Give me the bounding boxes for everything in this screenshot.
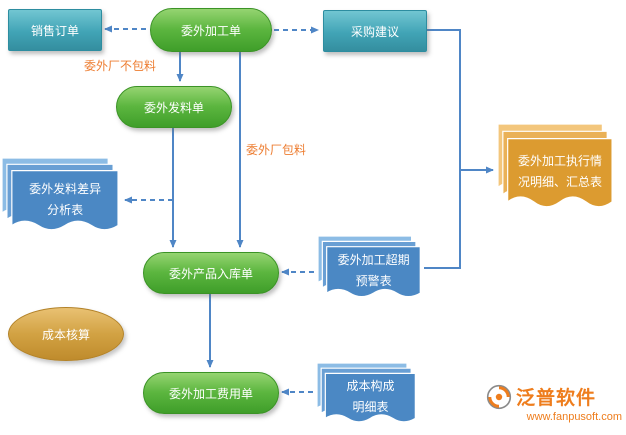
node-cost-accounting: 成本核算 bbox=[8, 307, 124, 361]
node-purchase-suggestion: 采购建议 bbox=[323, 10, 427, 52]
cost-detail-line2: 明细表 bbox=[352, 400, 389, 415]
fanpu-logo-name: 泛普软件 bbox=[516, 388, 597, 409]
node-sales-order-label: 销售订单 bbox=[30, 23, 79, 38]
node-cost-accounting-label: 成本核算 bbox=[41, 327, 90, 342]
fanpu-logo: 泛普软件 www.fanpusoft.com bbox=[486, 383, 622, 423]
edge-label-with-material: 委外厂包料 bbox=[246, 143, 307, 157]
node-cost-detail: 成本构成 明细表 bbox=[317, 363, 417, 427]
multi-document-icon bbox=[318, 236, 422, 302]
multi-document-icon bbox=[317, 363, 417, 427]
node-outsourcing-order-label: 委外加工单 bbox=[180, 23, 241, 38]
node-overdue-warning: 委外加工超期 预警表 bbox=[318, 236, 422, 302]
multi-document-icon bbox=[498, 124, 614, 214]
execution-report-line2: 况明细、汇总表 bbox=[518, 175, 603, 190]
node-overdue-warning-label: 委外加工超期 预警表 bbox=[327, 247, 420, 295]
multi-document-icon bbox=[2, 158, 120, 236]
node-execution-report-label: 委外加工执行情 况明细、汇总表 bbox=[508, 139, 611, 205]
node-processing-fee-label: 委外加工费用单 bbox=[168, 386, 253, 401]
fanpu-logo-icon bbox=[486, 384, 512, 409]
overdue-line2: 预警表 bbox=[355, 274, 392, 289]
node-material-issue: 委外发料单 bbox=[116, 86, 232, 128]
node-issue-diff-report-label: 委外发料差异 分析表 bbox=[13, 171, 118, 228]
fanpu-logo-url: www.fanpusoft.com bbox=[526, 411, 622, 423]
execution-report-line1: 委外加工执行情 bbox=[518, 154, 603, 169]
edge-purchase-overdue-connector bbox=[424, 29, 461, 269]
cost-detail-line1: 成本构成 bbox=[346, 379, 395, 394]
fanpu-logo-row: 泛普软件 bbox=[486, 383, 622, 410]
node-product-inbound-label: 委外产品入库单 bbox=[168, 266, 253, 281]
node-sales-order: 销售订单 bbox=[8, 9, 102, 51]
node-product-inbound: 委外产品入库单 bbox=[143, 252, 279, 294]
node-material-issue-label: 委外发料单 bbox=[143, 100, 204, 115]
issue-diff-line2: 分析表 bbox=[47, 202, 84, 217]
edge-label-no-material: 委外厂不包料 bbox=[84, 59, 157, 73]
issue-diff-line1: 委外发料差异 bbox=[29, 181, 102, 196]
node-outsourcing-order: 委外加工单 bbox=[150, 8, 272, 52]
node-execution-report: 委外加工执行情 况明细、汇总表 bbox=[498, 124, 614, 214]
overdue-line1: 委外加工超期 bbox=[337, 253, 410, 268]
node-issue-diff-report: 委外发料差异 分析表 bbox=[2, 158, 120, 236]
node-processing-fee: 委外加工费用单 bbox=[143, 372, 279, 414]
node-purchase-suggestion-label: 采购建议 bbox=[350, 24, 399, 39]
node-cost-detail-label: 成本构成 明细表 bbox=[326, 374, 415, 421]
